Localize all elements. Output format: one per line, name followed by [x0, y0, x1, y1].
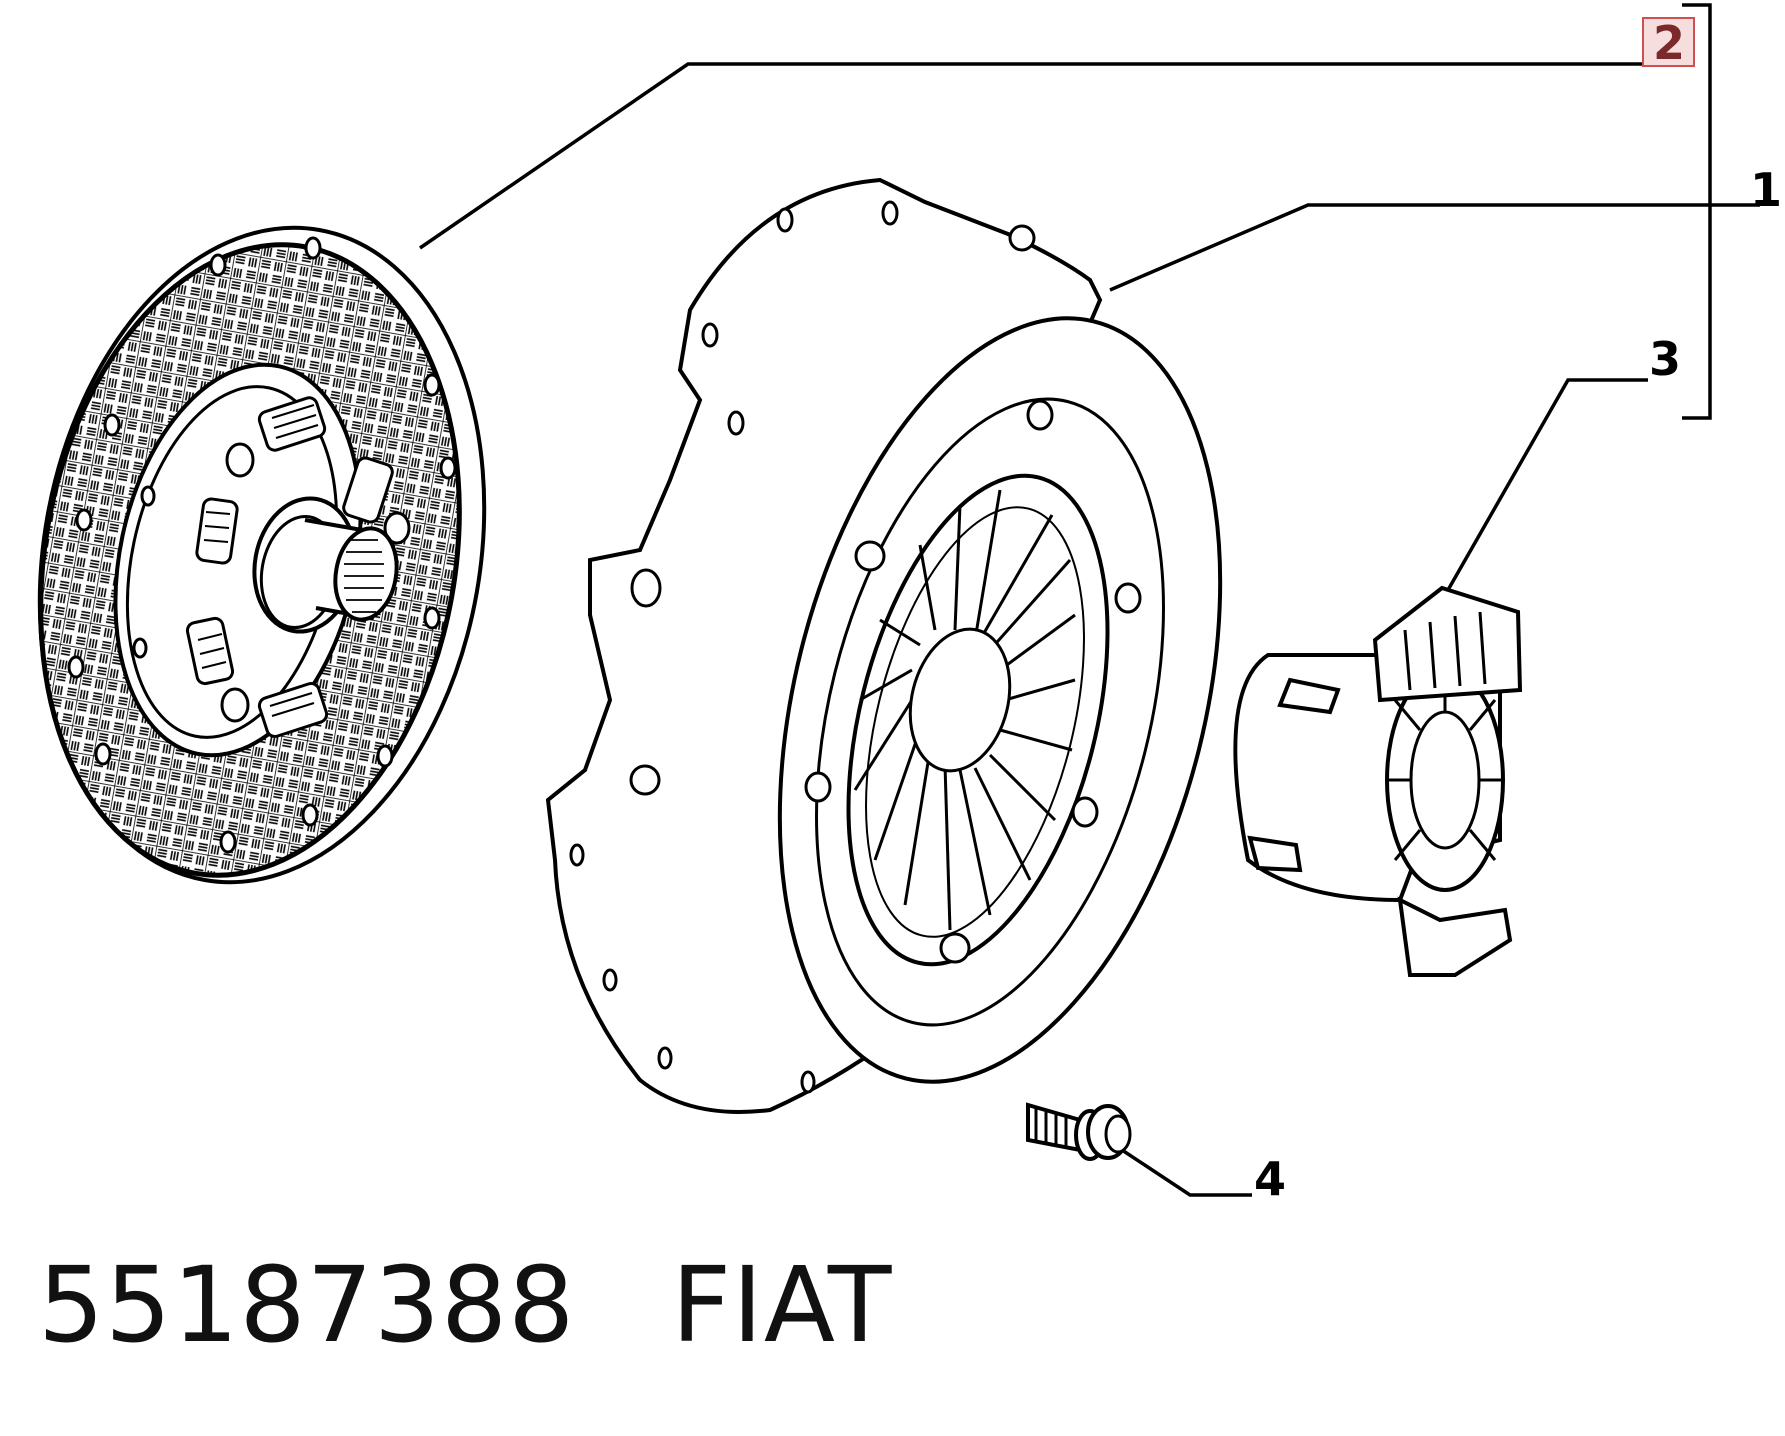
leader-lines [419, 3, 1760, 1197]
release-bearing [1233, 585, 1523, 977]
callout-2-marker[interactable]: 2 [1642, 16, 1695, 70]
callout-1-label[interactable]: 1 [1750, 163, 1782, 217]
clutch-disc [37, 225, 487, 885]
pressure-plate-bolt [1026, 1102, 1132, 1161]
callout-3-label[interactable]: 3 [1649, 332, 1681, 386]
clutch-pressure-plate [545, 177, 1223, 1114]
brand-name: FIAT [671, 1244, 893, 1366]
part-number: 55187388 [38, 1244, 576, 1366]
part-caption: 55187388 FIAT [38, 1244, 893, 1366]
callout-2-label: 2 [1653, 16, 1685, 70]
callout-4-label[interactable]: 4 [1254, 1152, 1286, 1206]
